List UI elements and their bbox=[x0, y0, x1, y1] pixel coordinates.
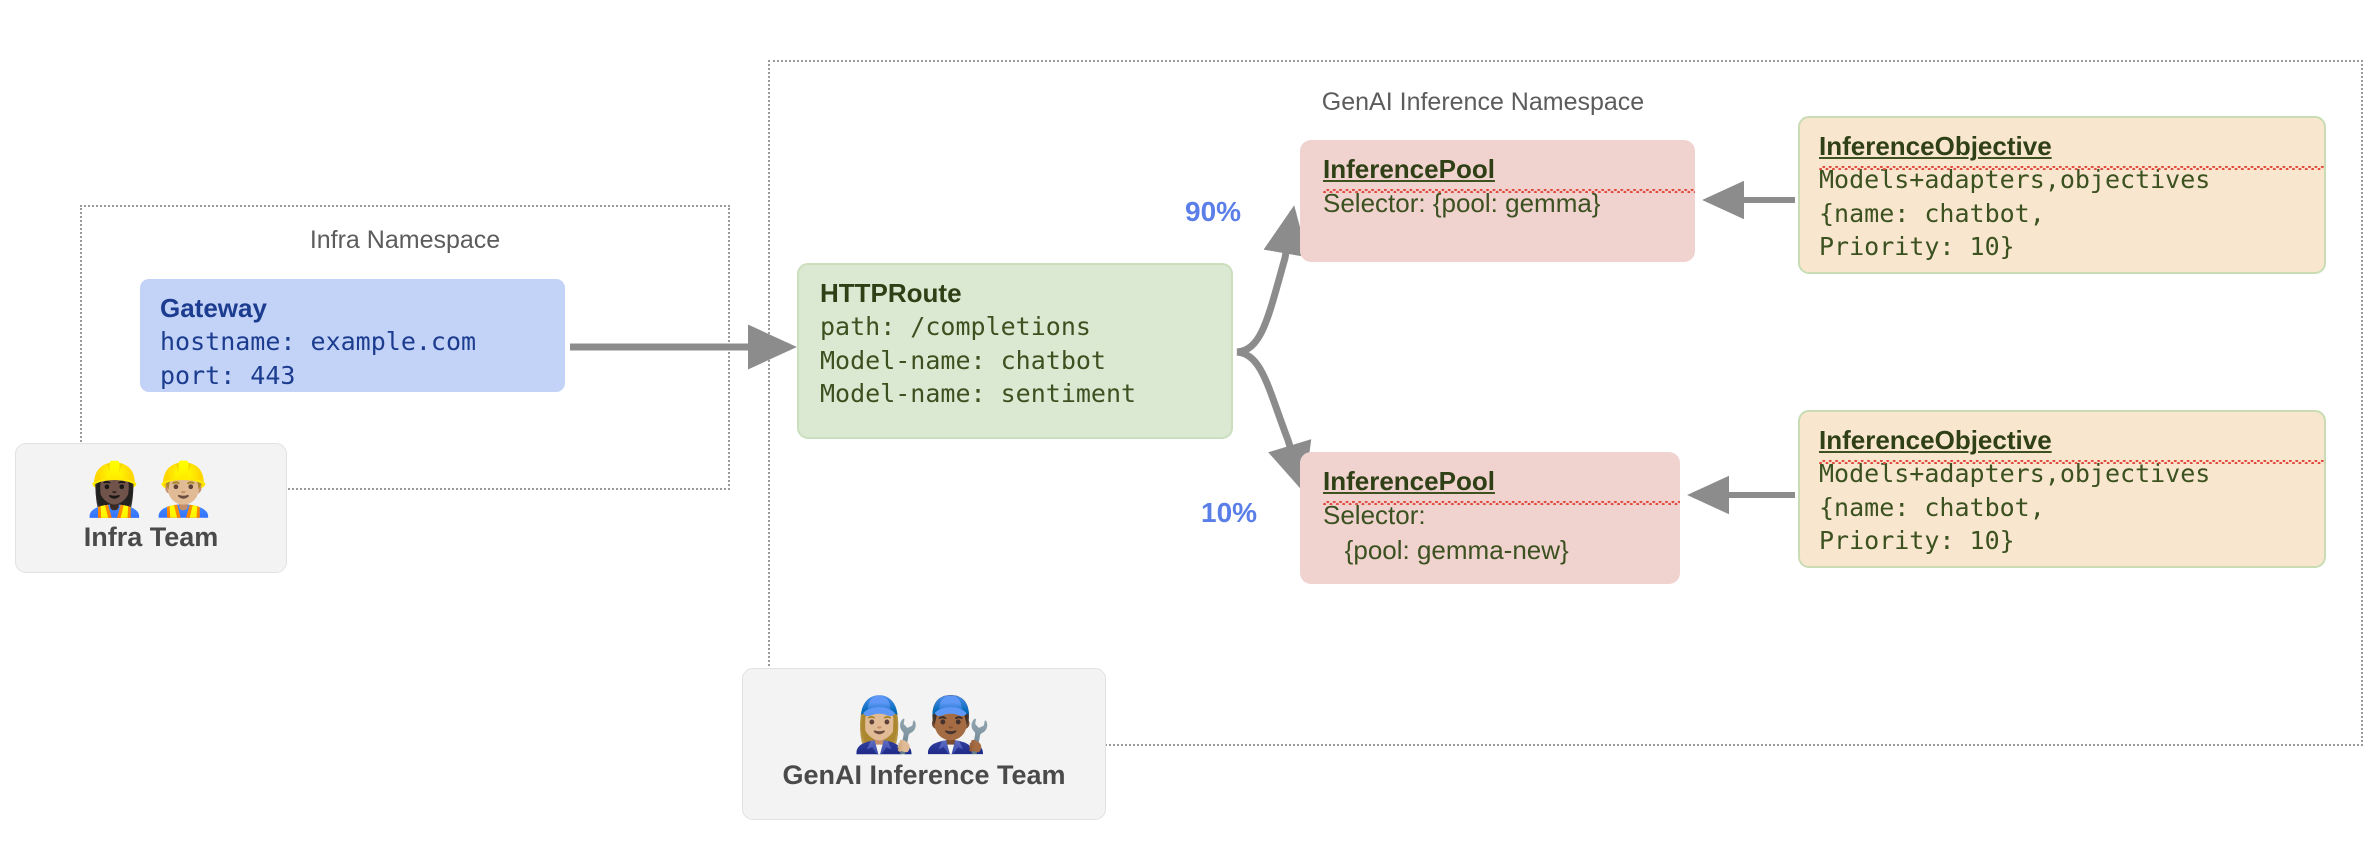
node-inferencepool-gemma-new-selector-value: {pool: gemma-new} bbox=[1323, 534, 1569, 565]
node-inferenceobjective-bottom-header: InferenceObjective bbox=[1819, 424, 2324, 465]
node-gateway-line-port: port: 443 bbox=[160, 360, 296, 390]
split-weight-label-90: 90% bbox=[1185, 196, 1242, 227]
node-inferenceobjective-bottom-line-priority: Priority: 10} bbox=[1819, 525, 2015, 555]
genai-inference-team-card[interactable]: 👩🏼‍🔧👨🏾‍🔧 GenAI Inference Team bbox=[742, 668, 1106, 820]
infra-namespace-title: Infra Namespace bbox=[309, 226, 501, 254]
split-weight-label-10: 10% bbox=[1201, 497, 1258, 528]
construction-workers-icon: 👷🏿‍♀️👷🏼‍♂️ bbox=[82, 459, 220, 520]
node-inferenceobjective-bottom-line-name: {name: chatbot, bbox=[1819, 492, 2045, 522]
node-httproute-header: HTTPRoute bbox=[820, 278, 962, 308]
node-inferenceobjective-top-line-models: Models+adapters,objectives bbox=[1819, 165, 2211, 195]
node-gateway-header: Gateway bbox=[160, 293, 267, 323]
node-httproute-line-path: path: /completions bbox=[820, 312, 1091, 342]
node-gateway-line-hostname: hostname: example.com bbox=[160, 327, 477, 357]
node-inferencepool-gemma-header: InferencePool bbox=[1323, 153, 1695, 194]
node-httproute-line-model-chatbot: Model-name: chatbot bbox=[820, 345, 1106, 375]
infra-team-card[interactable]: 👷🏿‍♀️👷🏼‍♂️ Infra Team bbox=[15, 443, 287, 573]
node-inferenceobjective-top[interactable]: InferenceObjective Models+adapters,objec… bbox=[1798, 116, 2326, 274]
infra-team-label: Infra Team bbox=[83, 521, 219, 552]
node-inferencepool-gemma[interactable]: InferencePool Selector: {pool: gemma} bbox=[1300, 140, 1695, 262]
node-inferencepool-gemma-selector: Selector: {pool: gemma} bbox=[1323, 188, 1601, 219]
node-inferenceobjective-top-header: InferenceObjective bbox=[1819, 130, 2324, 171]
genai-namespace-container bbox=[768, 60, 2363, 746]
node-inferenceobjective-top-line-priority: Priority: 10} bbox=[1819, 231, 2015, 261]
node-httproute-line-model-sentiment: Model-name: sentiment bbox=[820, 378, 1137, 408]
genai-inference-team-label: GenAI Inference Team bbox=[782, 759, 1066, 790]
node-gateway[interactable]: Gateway hostname: example.com port: 443 bbox=[140, 279, 565, 392]
node-inferencepool-gemma-new[interactable]: InferencePool Selector: {pool: gemma-new… bbox=[1300, 452, 1680, 584]
node-httproute[interactable]: HTTPRoute path: /completions Model-name:… bbox=[797, 263, 1233, 439]
node-inferencepool-gemma-new-header: InferencePool bbox=[1323, 465, 1680, 506]
node-inferencepool-gemma-new-selector-label: Selector: bbox=[1323, 500, 1426, 531]
node-inferenceobjective-bottom-line-models: Models+adapters,objectives bbox=[1819, 459, 2211, 489]
node-inferenceobjective-bottom[interactable]: InferenceObjective Models+adapters,objec… bbox=[1798, 410, 2326, 568]
mechanics-icon: 👩🏼‍🔧👨🏾‍🔧 bbox=[852, 692, 996, 756]
node-inferenceobjective-top-line-name: {name: chatbot, bbox=[1819, 198, 2045, 228]
genai-namespace-title: GenAI Inference Namespace bbox=[1321, 88, 1645, 116]
